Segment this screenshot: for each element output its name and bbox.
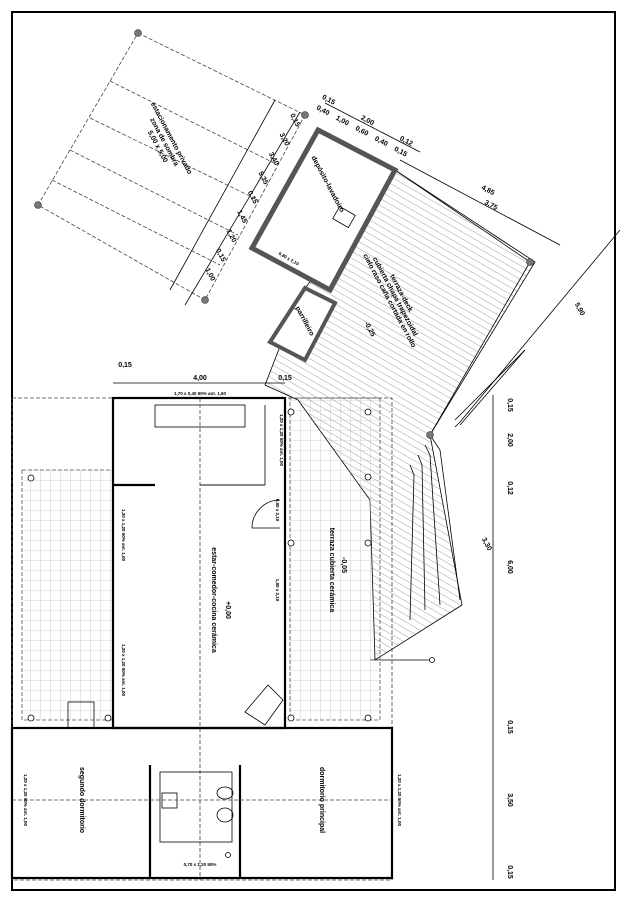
dim-stair-run: 3,30 xyxy=(480,537,493,552)
dim-right-5: 0,15 xyxy=(506,720,513,734)
dim-top-right: 0,15 xyxy=(278,375,292,382)
dim-storage-8: 0,15 xyxy=(393,146,408,159)
dim-left-9: 1,00 xyxy=(203,267,216,282)
living-level: +0,00 xyxy=(224,601,231,619)
dim-deck-outer: 4,85 xyxy=(480,184,495,197)
dim-right-2: 2,00 xyxy=(506,433,513,447)
deck: terraza-deck cubierta chapa trapezoidal … xyxy=(264,169,536,663)
dim-left-2: 3,20 xyxy=(278,132,291,147)
dim-right-6: 3,50 xyxy=(506,793,513,807)
bath-window-label: 0,70 x 1,20 50% xyxy=(184,862,217,867)
dim-storage-3: 0,40 xyxy=(315,105,330,118)
dim-deck-diag: 5,90 xyxy=(573,302,586,317)
dim-left-4: 5,35 xyxy=(256,171,269,186)
storage-building: depósito-lavadoiro parrilleiro 0,80 x 2,… xyxy=(248,126,399,363)
dim-right-3: 0,12 xyxy=(506,481,513,495)
terrace-label: terraza cubierta cerámica xyxy=(328,528,335,613)
dim-left-8: 0,15 xyxy=(214,248,227,263)
dim-top-width: 4,00 xyxy=(193,375,207,382)
dim-storage-2: 2,00 xyxy=(360,115,375,128)
columns xyxy=(27,408,372,722)
dim-top-left: 0,15 xyxy=(118,362,132,369)
dim-right-1: 0,15 xyxy=(506,398,513,412)
terrace-door-label: 0,80 x 2,10 xyxy=(275,499,280,522)
main-house xyxy=(10,396,394,880)
covered-terrace xyxy=(289,397,381,721)
living-window-label: 1,80 x 2,10 xyxy=(275,579,280,602)
bedroom2-label: segundo dormitorio xyxy=(78,767,85,833)
dim-storage-5: 0,60 xyxy=(354,125,369,138)
dim-storage-4: 1,00 xyxy=(334,115,349,128)
dim-storage-7: 0,12 xyxy=(398,135,413,148)
side-window-1-label: 1,20 x 1,20 50% ant. 1,00 xyxy=(121,509,126,562)
side-window-3-label: 1,20 x 1,20 50% ant. 1,00 xyxy=(279,414,284,467)
dim-right-7: 0,15 xyxy=(506,865,513,879)
bed2-window-label: 1,20 x 1,20 50% ant. 1,00 xyxy=(23,774,28,827)
dim-storage-6: 0,40 xyxy=(373,135,388,148)
left-terrace xyxy=(21,469,114,721)
side-window-2-label: 1,20 x 1,20 50% ant. 1,00 xyxy=(121,644,126,697)
living-label: estar-comedor-cocina cerámica xyxy=(210,547,217,653)
dim-right-4: 6,00 xyxy=(506,560,513,574)
dim-left-5: 0,15 xyxy=(246,190,259,205)
dim-deck-inner: 3,75 xyxy=(483,199,498,212)
terrace-level: -0,05 xyxy=(340,557,347,573)
bed1-window-label: 1,20 x 1,20 50% ant. 1,00 xyxy=(397,774,402,827)
bedroom1-label: dormitorio principal xyxy=(318,767,325,833)
svg-text:estacionamento privado z: estacionamento privado zona de sombra 5,… xyxy=(135,101,194,185)
dim-left-7: 1,20 xyxy=(225,228,238,243)
kitchen-window-label: 1,70 x 0,40 50% ant. 1,60 xyxy=(174,391,227,396)
